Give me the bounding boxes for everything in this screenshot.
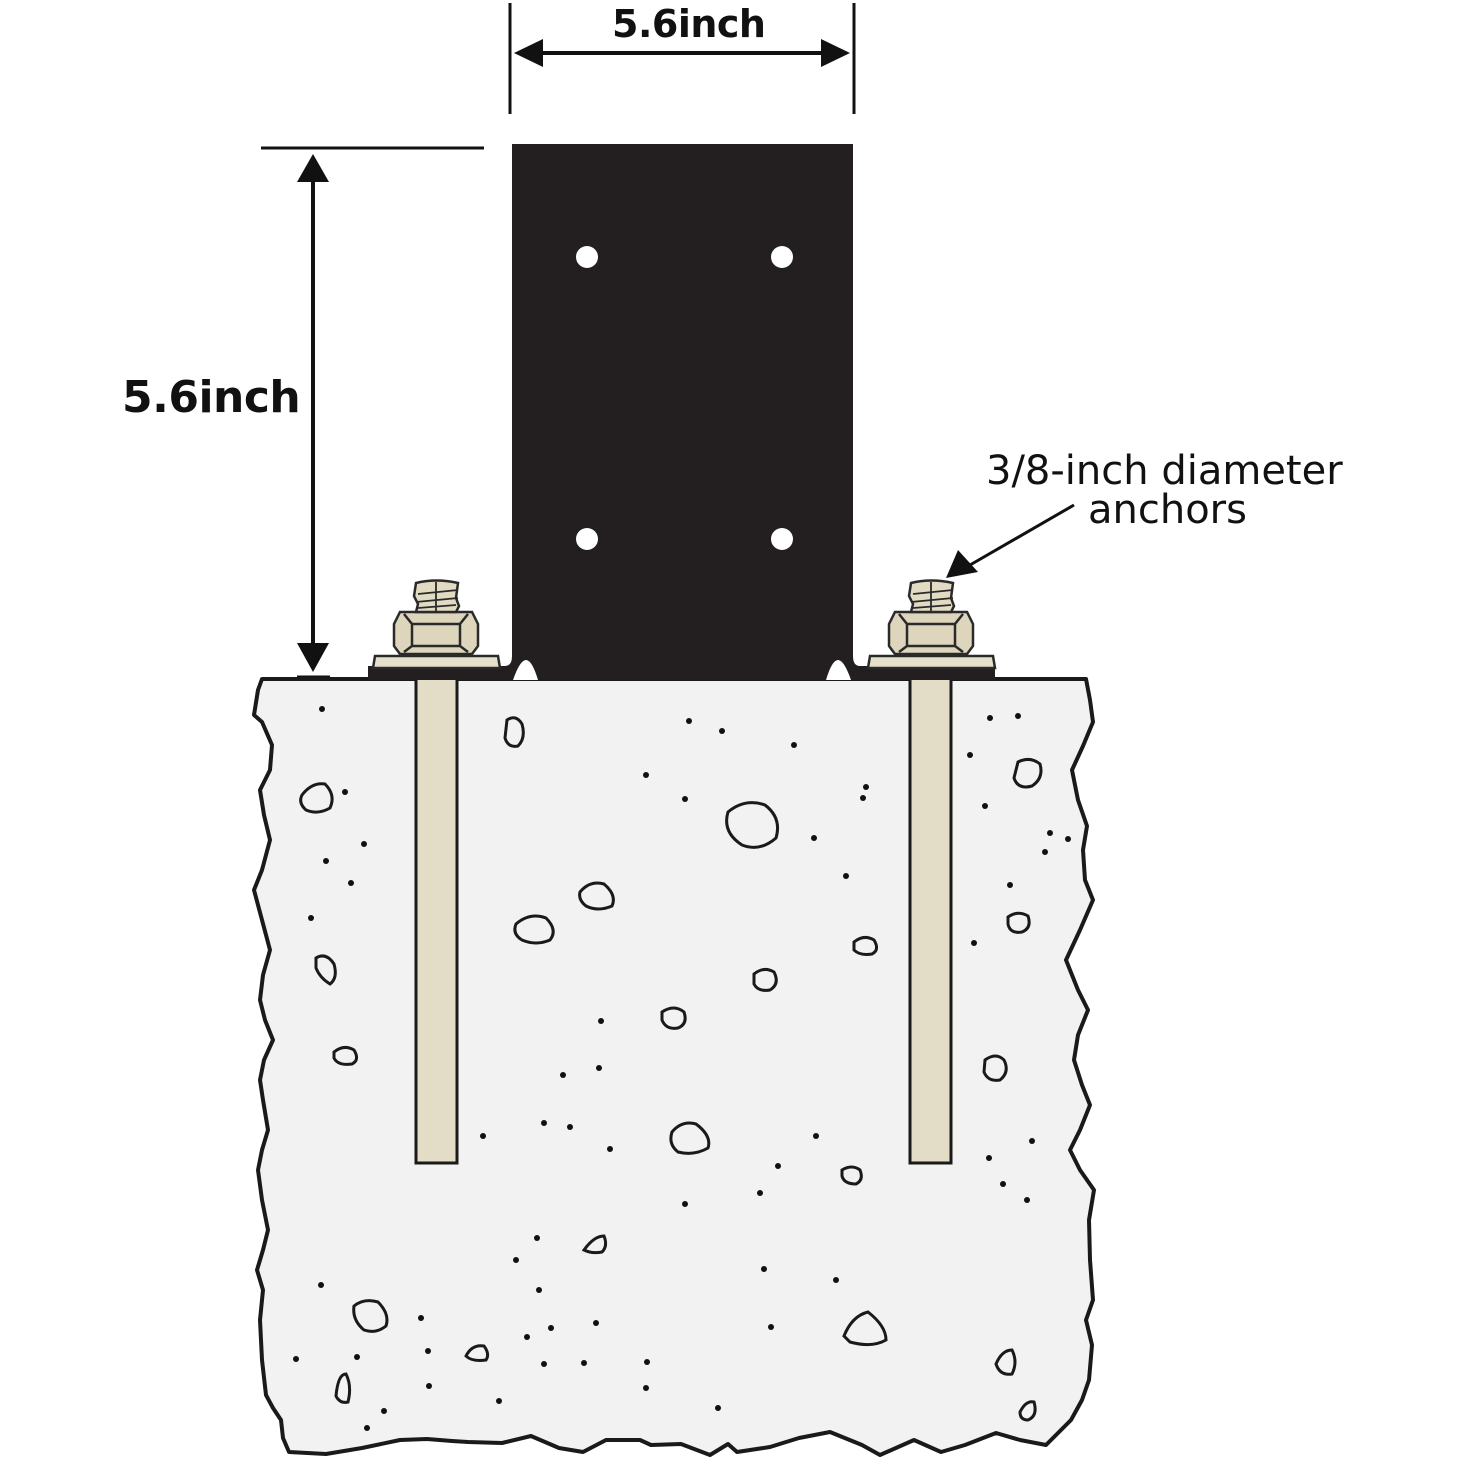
arrow-left-icon <box>514 39 543 67</box>
height-dimension-label: 5.6inch <box>122 372 301 423</box>
mounting-hole <box>576 246 598 268</box>
width-dimension <box>508 3 856 114</box>
arrow-up-icon <box>297 154 329 182</box>
post-base-bracket <box>368 144 995 680</box>
anchor-rod-right <box>908 675 953 1165</box>
mounting-hole <box>771 246 793 268</box>
anchor-callout-label: 3/8-inch diameter <box>986 448 1343 494</box>
mounting-hole <box>771 528 793 550</box>
width-dimension-label: 5.6inch <box>612 2 766 46</box>
concrete-aggregate <box>299 716 1043 1422</box>
concrete-specks <box>293 706 1071 1431</box>
height-dimension <box>261 146 484 679</box>
concrete-footing <box>252 677 1096 1457</box>
anchor-callout-label-line2: anchors <box>1088 487 1247 533</box>
anchor-nut-left <box>371 579 502 670</box>
anchor-rod-left <box>414 675 459 1165</box>
mounting-hole <box>576 528 598 550</box>
arrow-pointer-icon <box>946 550 978 578</box>
anchor-nut-right <box>866 579 997 670</box>
arrow-right-icon <box>821 39 850 67</box>
arrow-down-icon <box>297 643 329 672</box>
anchor-callout-leader <box>946 503 1075 578</box>
